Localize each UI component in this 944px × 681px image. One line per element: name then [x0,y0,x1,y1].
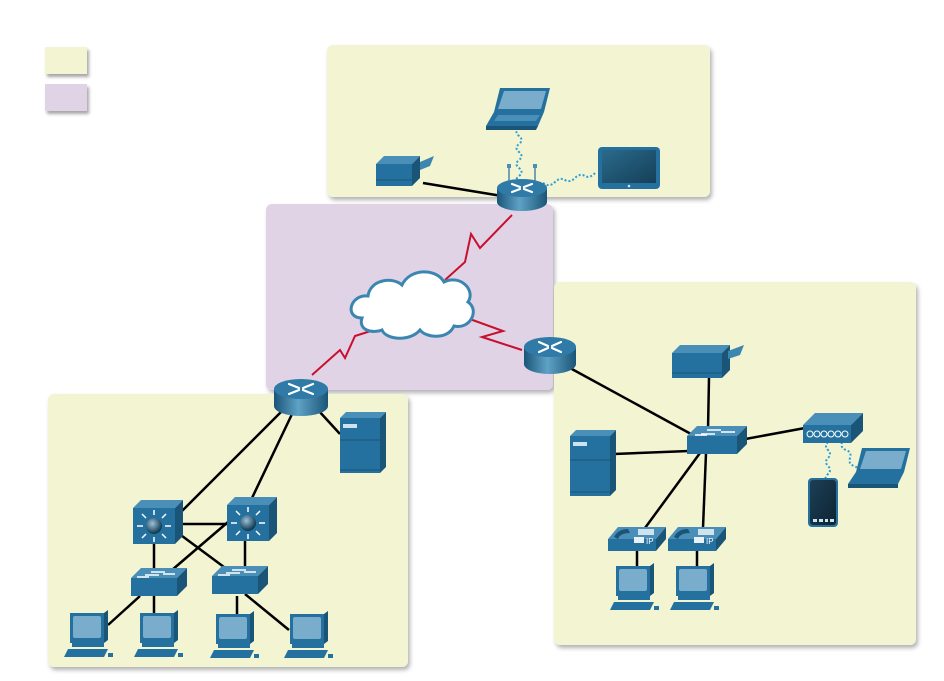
link-ml2-as1 [171,521,229,571]
wireless-link-home-laptop [515,127,523,185]
link-campus-router-server [317,409,341,435]
campus-pc-2 [134,610,183,657]
branch-server [570,430,616,496]
branch-pc-2 [670,563,719,610]
home-wireless-router [497,164,547,211]
branch-switch [687,426,747,454]
link-branch-router-switch [569,366,703,442]
cloud-shape [349,270,475,340]
ethernet-links [107,181,806,631]
link-branch-server-switch [613,449,690,456]
ip-phone-1-label: IP [646,537,654,546]
serial-link-campus-router-cloud [311,328,378,376]
branch-router [524,337,576,374]
legend-swatch-lan [45,47,87,74]
ip-phone-1: IP [608,527,666,551]
link-branch-ap-switch [739,426,806,442]
campus-router [274,379,328,416]
wireless-link-home-tv [535,171,597,187]
multilayer-switch-2 [227,497,277,541]
branch-laptop [848,448,910,488]
multilayer-switch-1 [133,500,183,544]
wireless-link-branch-phone [823,441,831,486]
link-campus-router-ml1 [174,409,284,519]
link-phone2-switch [701,452,708,529]
link-ml1-as2 [173,528,229,572]
serial-link-home-router-cloud [444,214,513,281]
link-campus-router-ml2 [250,411,295,499]
link-as1-pc1 [107,595,141,626]
campus-pc-1 [64,610,113,657]
access-switch-2 [212,566,268,594]
branch-access-point [803,413,863,443]
branch-printer [672,345,744,378]
access-switch-1 [131,568,187,596]
ip-phone-2-label: IP [706,537,714,546]
internet-cloud [349,270,475,340]
legend-swatch-wan [45,84,87,111]
link-phone1-switch [643,452,702,529]
link-branch-printer-switch [706,377,711,431]
home-tv [598,147,660,189]
link-as2-pc4 [244,593,290,631]
campus-pc-3 [210,611,259,658]
campus-pc-4 [284,611,333,658]
home-printer [376,156,434,186]
link-home-router-printer [422,181,509,199]
ip-phone-2: IP [668,527,726,551]
branch-smartphone [808,478,838,527]
campus-server [340,412,386,473]
serial-links [311,214,523,376]
serial-link-branch-router-cloud [466,317,523,351]
zone-branch-lan [554,282,916,645]
home-laptop [486,88,550,130]
branch-pc-1 [610,563,659,610]
